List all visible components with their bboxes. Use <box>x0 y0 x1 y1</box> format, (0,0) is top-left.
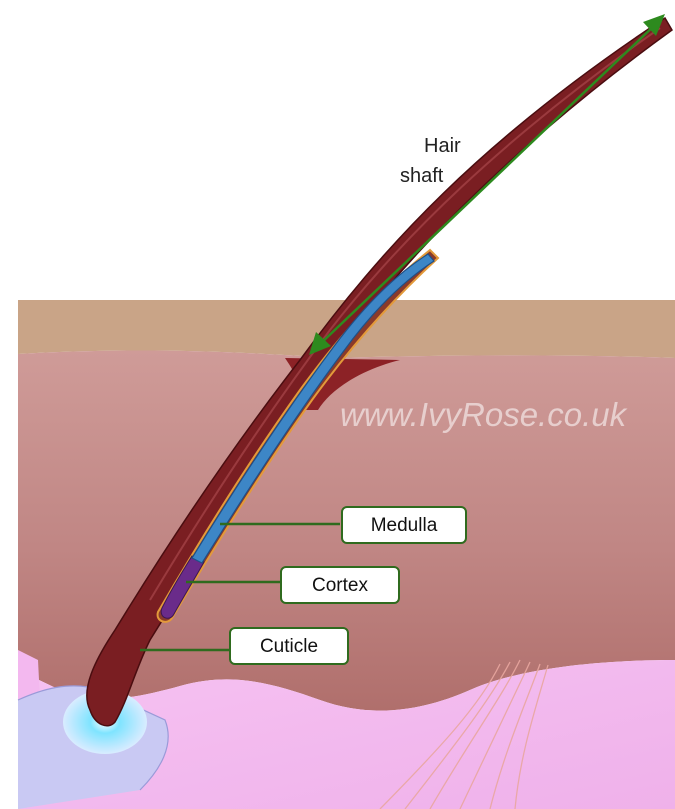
watermark: www.IvyRose.co.uk <box>340 396 626 434</box>
medulla-label: Medulla <box>341 506 467 544</box>
cuticle-label: Cuticle <box>229 627 349 665</box>
hair-shaft-arrow <box>318 22 658 346</box>
hair-shaft-label-line2: shaft <box>400 164 443 188</box>
cortex-label: Cortex <box>280 566 400 604</box>
hair-shaft-label: Hair <box>424 134 461 158</box>
